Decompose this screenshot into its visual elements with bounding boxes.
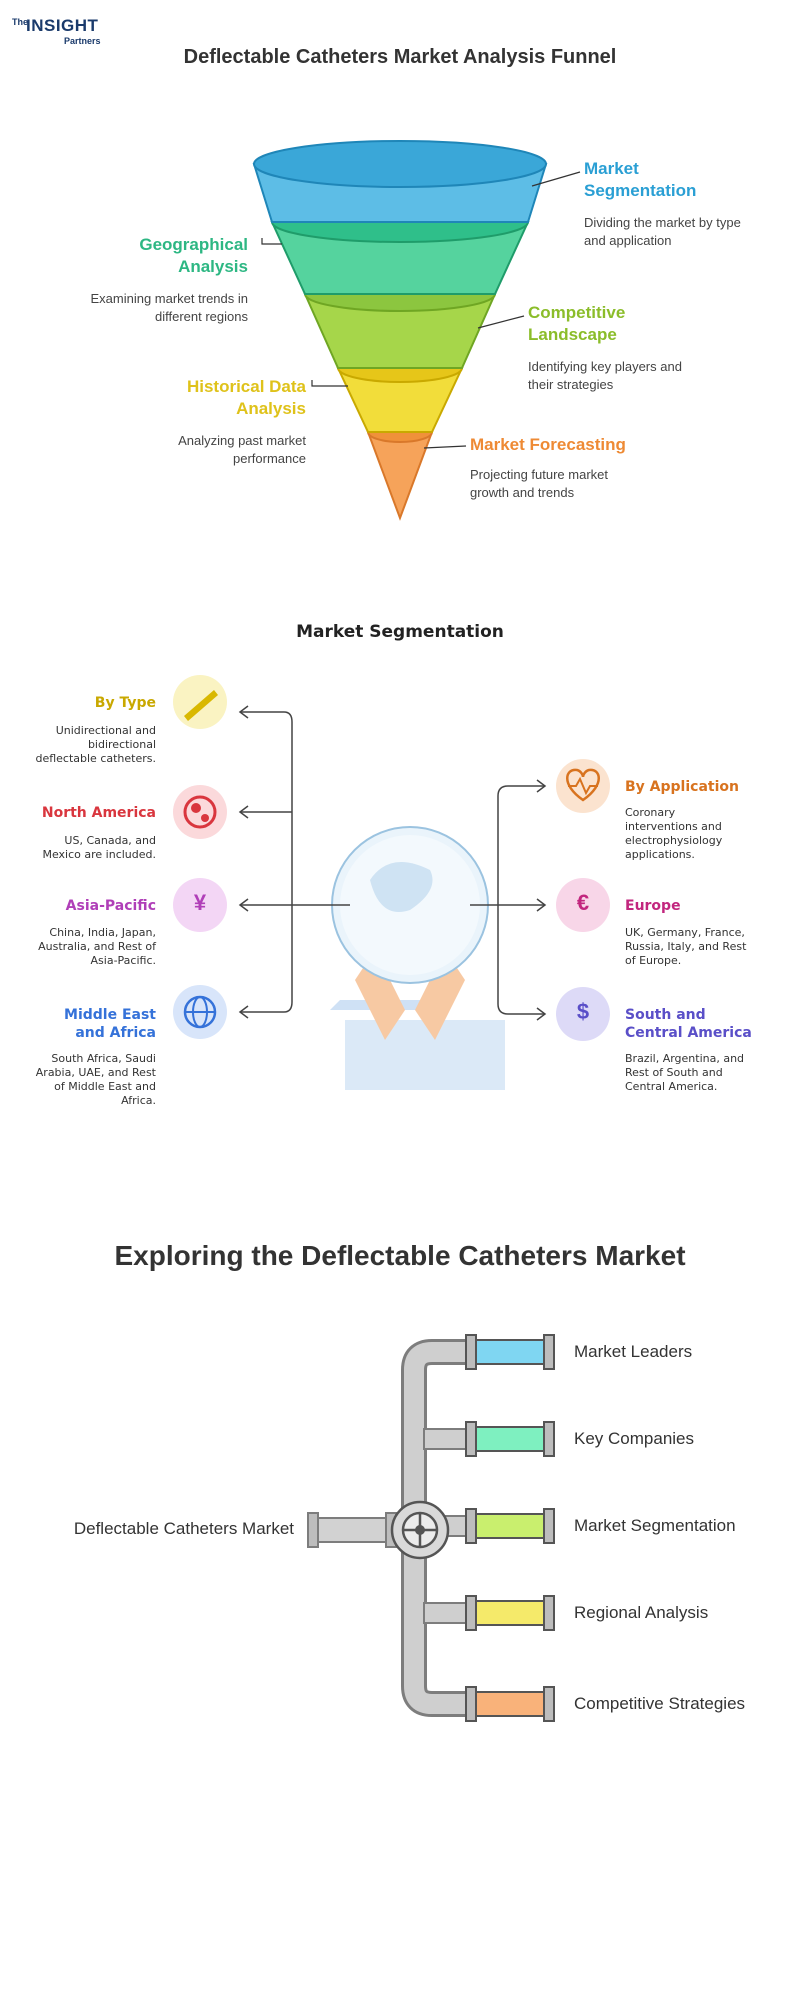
seg-europe-label: Europe (625, 898, 681, 914)
seg-by-type-label: By Type (94, 695, 156, 711)
segmentation-title: Market Segmentation (296, 622, 504, 642)
seg-by-application-label: By Application (625, 779, 739, 795)
branch-market-segmentation (465, 1508, 555, 1544)
connector-historical (311, 380, 348, 387)
connector-geographical (261, 238, 282, 245)
pipeline-source-label: Deflectable Catheters Market (73, 1519, 294, 1538)
euro-glyph: € (576, 890, 590, 915)
globe-americas-icon (173, 785, 227, 839)
logo-insight: INSIGHT (26, 16, 99, 35)
branch-market-leaders (465, 1334, 555, 1370)
branch-regional-analysis (465, 1595, 555, 1631)
branch-competitive-strategies (465, 1686, 555, 1722)
label-market-forecasting: Market Forecasting (470, 435, 626, 454)
branch-label-competitive-strategies: Competitive Strategies (574, 1694, 746, 1713)
funnel-stage-segmentation-top (253, 140, 547, 188)
branch-label-key-companies: Key Companies (574, 1429, 695, 1448)
seg-europe-desc: UK, Germany, France,Russia, Italy, and R… (625, 926, 747, 967)
dollar-globe-icon (556, 987, 610, 1041)
seg-asia-pacific-label: Asia-Pacific (65, 898, 156, 914)
pipeline-title: Exploring the Deflectable Catheters Mark… (114, 1240, 686, 1271)
funnel-title: Deflectable Catheters Market Analysis Fu… (183, 46, 617, 68)
connector-segmentation (531, 171, 581, 187)
valve-icon (390, 1500, 450, 1560)
seg-north-america-label: North America (41, 805, 156, 821)
funnel-graphic (252, 140, 581, 521)
seg-asia-pacific-desc: China, India, Japan,Australia, and Rest … (38, 926, 156, 967)
yen-globe-icon (173, 878, 227, 932)
branch-label-market-leaders: Market Leaders (574, 1342, 693, 1361)
segmentation-connectors (173, 675, 610, 1090)
euro-globe-icon (556, 878, 610, 932)
hands-globe-illustration (330, 826, 505, 1090)
company-logo: The INSIGHT Partners (12, 14, 112, 54)
dollar-glyph: $ (576, 999, 590, 1024)
branch-label-regional-analysis: Regional Analysis (574, 1603, 709, 1622)
branch-label-market-segmentation: Market Segmentation (574, 1516, 736, 1535)
logo-partners: Partners (64, 36, 101, 46)
source-pipe (307, 1512, 397, 1548)
connector-forecasting (423, 445, 467, 449)
right-connector-vertical (497, 785, 509, 1015)
logo-the: The (12, 17, 29, 27)
branch-key-companies (465, 1421, 555, 1457)
connector-competitive (477, 315, 525, 329)
yen-glyph: ¥ (193, 890, 207, 915)
left-connector-vertical (283, 711, 293, 1013)
